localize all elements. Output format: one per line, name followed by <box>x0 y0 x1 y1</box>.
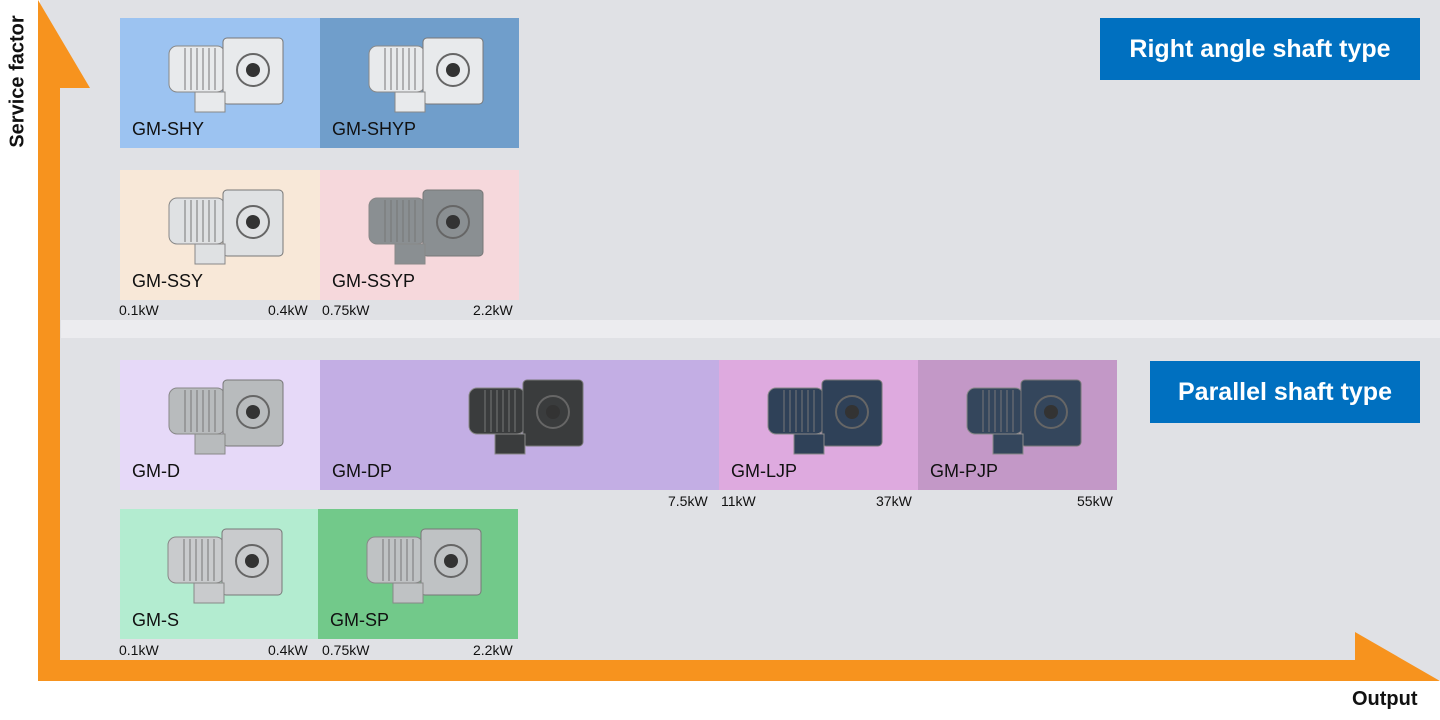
product-name: GM-SSYP <box>332 271 416 291</box>
range-label: 11kW <box>721 493 756 509</box>
service-factor-arrow <box>38 0 90 660</box>
range-label: 0.1kW <box>119 302 159 318</box>
output-arrow <box>38 632 1440 681</box>
section-divider <box>61 320 1440 338</box>
product-name: GM-S <box>132 610 179 630</box>
gear-motor-icon <box>168 37 284 113</box>
gear-motor-icon <box>167 528 283 604</box>
product-name: GM-DP <box>332 461 392 481</box>
product-card-gm-sp[interactable]: GM-SP <box>318 509 518 639</box>
product-name: GM-SHYP <box>332 119 417 139</box>
product-name: GM-PJP <box>930 461 999 481</box>
gear-motor-icon <box>366 528 482 604</box>
y-axis-label: Service factor <box>6 15 29 148</box>
gear-motor-icon <box>767 379 882 455</box>
range-label: 2.2kW <box>473 642 513 658</box>
range-label: 7.5kW <box>668 493 708 509</box>
product-name: GM-D <box>132 461 180 481</box>
range-label: 0.75kW <box>322 302 370 318</box>
product-card-gm-shy[interactable]: GM-SHY <box>120 18 320 148</box>
x-axis-label: Output <box>1352 688 1418 710</box>
parallel-shaft-badge: Parallel shaft type <box>1150 361 1420 423</box>
gear-motor-icon <box>368 189 483 265</box>
gear-motor-icon <box>966 379 1081 455</box>
range-label: 55kW <box>1077 493 1113 509</box>
range-label: 0.75kW <box>322 642 370 658</box>
product-name: GM-SSY <box>132 271 204 291</box>
gear-motor-icon <box>168 189 284 265</box>
right-angle-shaft-badge: Right angle shaft type <box>1100 18 1420 80</box>
product-card-gm-ssy[interactable]: GM-SSY <box>120 170 320 300</box>
product-card-gm-dp[interactable]: GM-DP <box>320 360 719 490</box>
gear-motor-icon <box>468 379 583 455</box>
range-label: 0.4kW <box>268 302 308 318</box>
range-label: 37kW <box>876 493 912 509</box>
product-card-gm-ljp[interactable]: GM-LJP <box>719 360 918 490</box>
product-card-gm-shyp[interactable]: GM-SHYP <box>320 18 519 148</box>
product-name: GM-LJP <box>731 461 798 481</box>
gear-motor-icon <box>168 379 284 455</box>
product-card-gm-pjp[interactable]: GM-PJP <box>918 360 1117 490</box>
range-label: 2.2kW <box>473 302 513 318</box>
range-label: 0.4kW <box>268 642 308 658</box>
range-label: 0.1kW <box>119 642 159 658</box>
product-card-gm-ssyp[interactable]: GM-SSYP <box>320 170 519 300</box>
product-card-gm-s[interactable]: GM-S <box>120 509 318 639</box>
product-name: GM-SHY <box>132 119 204 139</box>
product-card-gm-d[interactable]: GM-D <box>120 360 320 490</box>
product-name: GM-SP <box>330 610 390 630</box>
gear-motor-icon <box>368 37 483 113</box>
